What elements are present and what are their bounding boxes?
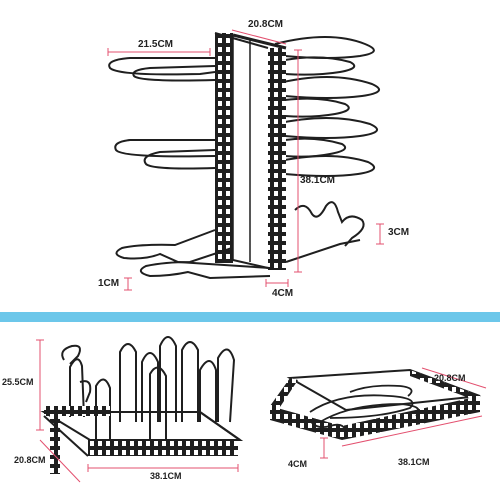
label-top-width: 21.5CM <box>138 39 174 50</box>
label-tray-length: 38.1CM <box>398 457 430 467</box>
rack-pan-holder-right <box>294 201 365 247</box>
rack-base <box>115 229 361 280</box>
assembled-rack-illustration <box>107 29 384 291</box>
label-hook-height: 3CM <box>388 227 410 238</box>
rack-hooks-left <box>108 57 216 170</box>
rack-frame <box>214 32 287 270</box>
label-divider-depth: 20.8CM <box>14 455 46 465</box>
bottom-left-dimension-lines <box>36 339 239 483</box>
label-base-width: 4CM <box>272 288 294 299</box>
label-rod-diameter: 1CM <box>98 278 120 289</box>
bottom-right-dimension-lines <box>320 367 487 459</box>
tray-illustration <box>270 367 487 459</box>
label-divider-height: 25.5CM <box>2 377 34 387</box>
label-divider-length: 38.1CM <box>150 471 182 481</box>
label-tray-height: 4CM <box>288 459 308 469</box>
tray-inner-hooks <box>309 384 420 431</box>
label-tray-depth: 20.8CM <box>434 373 466 383</box>
divider-rack-base <box>40 406 244 474</box>
label-top-depth: 20.8CM <box>248 19 284 30</box>
top-dimension-lines <box>107 29 384 291</box>
section-divider <box>0 312 500 322</box>
rack-hooks-right <box>274 36 381 177</box>
label-top-height: 38.1CM <box>300 175 336 186</box>
divider-rack-illustration <box>36 336 244 483</box>
tray-body <box>270 368 481 440</box>
